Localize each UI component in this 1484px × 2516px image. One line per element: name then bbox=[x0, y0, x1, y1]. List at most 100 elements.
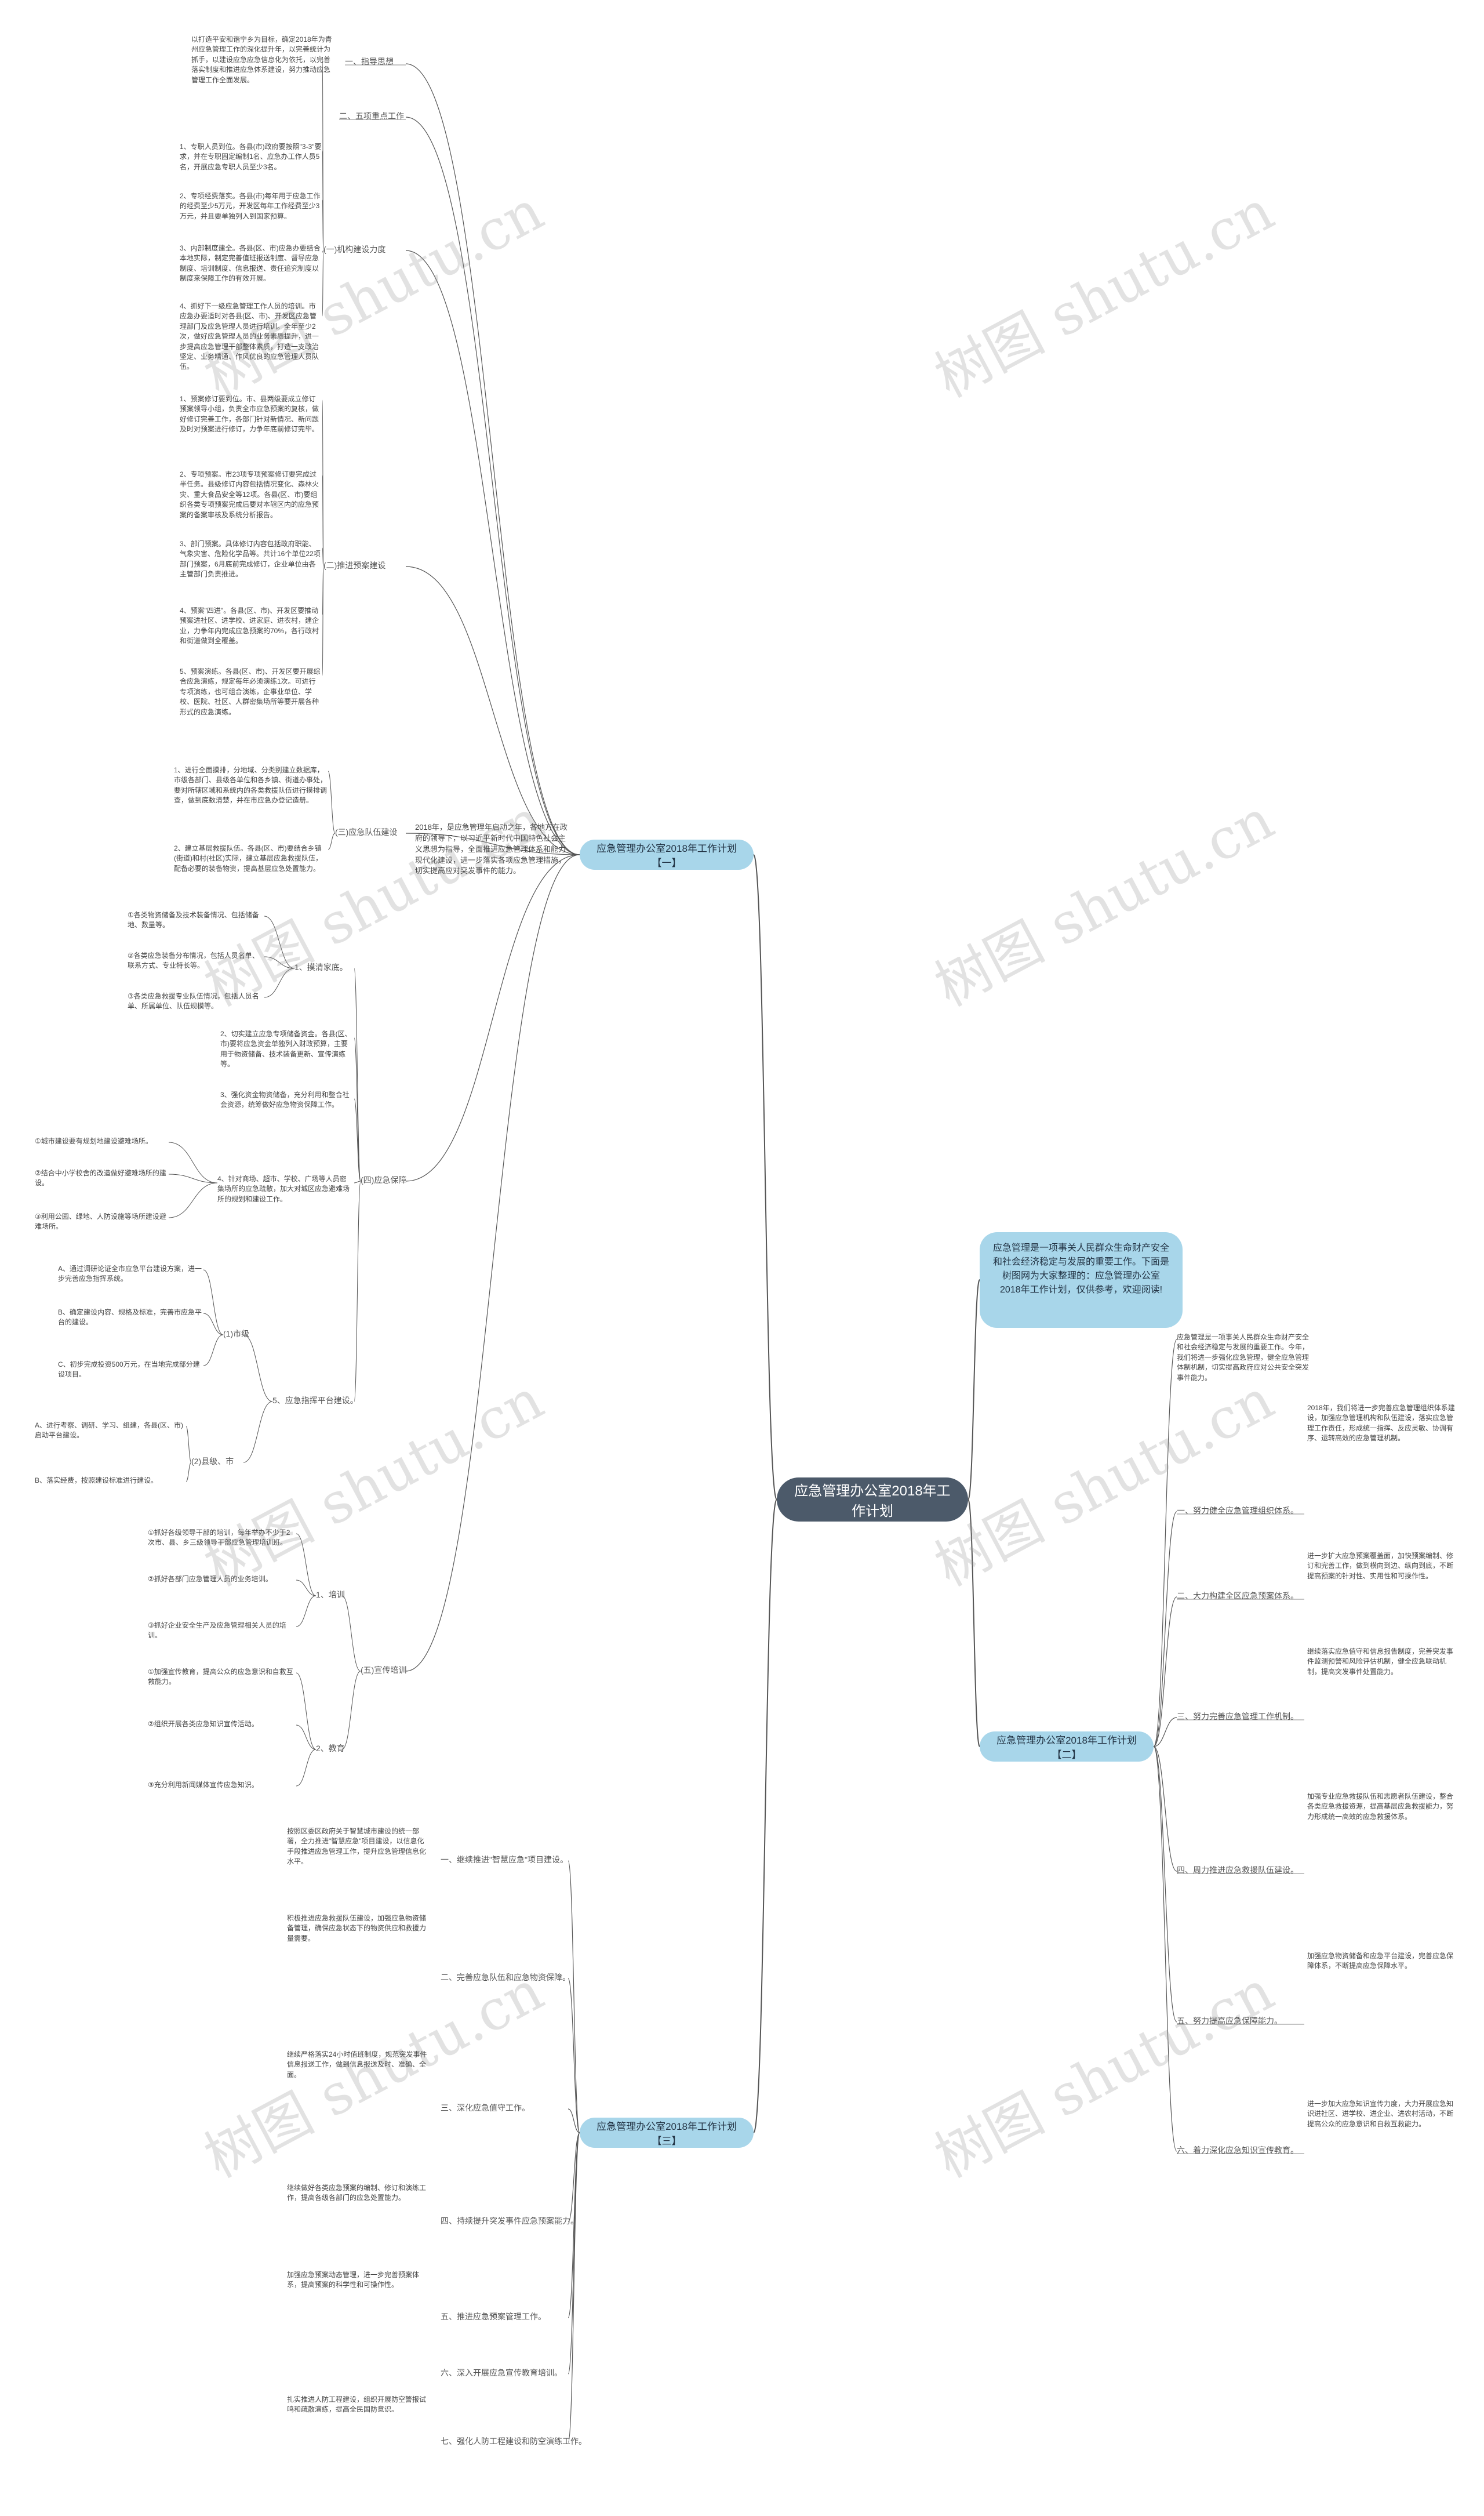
connector-line bbox=[203, 1334, 224, 1366]
b1-plan-item: 3、部门预案。具体修订内容包括政府职能、气象灾害、危险化学品等。共计16个单位2… bbox=[180, 540, 321, 579]
b2-item-label[interactable]: 六、着力深化应急知识宣传教育。 bbox=[1177, 2145, 1298, 2155]
b1-g1-item: ①各类物资储备及技术装备情况、包括储备地、数量等。 bbox=[128, 911, 259, 930]
branch-plan-1[interactable]: 应急管理办公室2018年工作计划【一】 bbox=[580, 840, 754, 870]
b1-g4-label[interactable]: 4、针对商场、超市、学校、广场等人员密集场所的应急疏散，加大对城区应急避难场所的… bbox=[217, 1175, 350, 1203]
b1-org-label[interactable]: (一)机构建设力度 bbox=[323, 245, 386, 254]
b1-t2-item: ①加强宣传教育，提高公众的应急意识和自救互救能力。 bbox=[148, 1668, 293, 1686]
connector-line bbox=[264, 916, 295, 969]
b1-g4-item: ②结合中小学校舍的改造做好避难场所的建设。 bbox=[35, 1169, 166, 1188]
connector-line bbox=[322, 250, 324, 317]
b2-item-text: 加强专业应急救援队伍和志愿者队伍建设，整合各类应急救援资源，提高基层应急救援能力… bbox=[1307, 1792, 1454, 1821]
connector-line bbox=[168, 1142, 218, 1183]
b3-item-label[interactable]: 七、强化人防工程建设和防空演练工作。 bbox=[441, 2437, 587, 2446]
b1-intro: 2018年，是应急管理年启动之年，各地方在政府的领导下，以习近平新时代中国特色社… bbox=[415, 823, 568, 876]
b1-t1-item: ②抓好各部门应急管理人员的业务培训。 bbox=[148, 1575, 272, 1583]
b1-g4-item: ①城市建设要有规划地建设避难场所。 bbox=[35, 1137, 152, 1145]
b2-item-label[interactable]: 三、努力完善应急管理工作机制。 bbox=[1177, 1712, 1298, 1721]
b1-train-label[interactable]: (五)宣传培训 bbox=[361, 1665, 407, 1675]
b1-plan-label[interactable]: (二)推进预案建设 bbox=[323, 561, 386, 570]
connector-line bbox=[354, 1181, 361, 1402]
connector-line bbox=[354, 1181, 361, 1183]
b2-item-text: 2018年，我们将进一步完善应急管理组织体系建设，加强应急管理机构和队伍建设，落… bbox=[1307, 1404, 1455, 1443]
connector-line bbox=[568, 2132, 580, 2443]
connector-line bbox=[405, 117, 580, 855]
b3-item-text: 继续严格落实24小时值班制度，规范突发事件信息报送工作，做到信息报送及时、准确、… bbox=[287, 2050, 427, 2079]
connector-line bbox=[405, 566, 580, 855]
connector-line bbox=[203, 1269, 224, 1335]
connector-line bbox=[753, 1499, 777, 2133]
branch-plan-3[interactable]: 应急管理办公室2018年工作计划【三】 bbox=[580, 2118, 754, 2148]
connector-line bbox=[753, 854, 777, 1500]
b2-item-text: 加强应急物资储备和应急平台建设，完善应急保障体系，不断提高应急保障水平。 bbox=[1307, 1952, 1454, 1970]
connector-line bbox=[967, 1499, 980, 1747]
b1-g1-item: ②各类应急装备分布情况，包括人员名单、联系方式、专业特长等。 bbox=[128, 952, 259, 970]
b1-t1-item: ①抓好各级领导干部的培训，每年举办不少于2次市、县、乡三级领导干部应急管理培训班… bbox=[148, 1529, 290, 1547]
b3-item-label[interactable]: 六、深入开展应急宣传教育培训。 bbox=[441, 2368, 562, 2377]
b1-g3: 3、强化资金物资储备，充分利用和整合社会资源，统筹做好应急物资保障工作。 bbox=[220, 1091, 350, 1109]
b2-item-text: 进一步扩大应急预案覆盖面，加快预案编制、修订和完善工作，做到横向到边、纵向到底，… bbox=[1307, 1552, 1454, 1580]
b1-g5b-item: B、落实经费，按照建设标准进行建设。 bbox=[35, 1476, 158, 1484]
connector-line bbox=[243, 1401, 273, 1463]
connector-line bbox=[568, 2132, 580, 2375]
connector-line bbox=[405, 854, 580, 1182]
connector-line bbox=[405, 833, 580, 855]
b1-g5a-item: A、通过调研论证全市应急平台建设方案，进一步完善应急指挥系统。 bbox=[58, 1265, 202, 1283]
b2-item-label[interactable]: 四、周力推进应急救援队伍建设。 bbox=[1177, 1865, 1298, 1875]
connector-line bbox=[967, 1279, 980, 1500]
b3-item-text: 加强应急预案动态管理，进一步完善预案体系，提高预案的科学性和可操作性。 bbox=[287, 2271, 420, 2289]
b1-plan-item: 1、预案修订要到位。市、县两级要成立修订预案领导小组，负责全市应急预案的复核，做… bbox=[180, 395, 319, 434]
b2-item-label[interactable]: 五、努力提高应急保障能力。 bbox=[1177, 2016, 1282, 2025]
connector-line bbox=[296, 1749, 317, 1787]
connector-line bbox=[322, 250, 324, 253]
branch-plan-2[interactable]: 应急管理办公室2018年工作计划【二】 bbox=[980, 1731, 1154, 1762]
b1-plan-item: 2、专项预案。市23项专项预案修订要完成过半任务。县级修订内容包括情况变化、森林… bbox=[180, 470, 319, 519]
b1-org-item: 3、内部制度建全。各县(区、市)应急办要结合本地实际，制定完善值班报送制度、督导… bbox=[180, 244, 321, 283]
connector-line bbox=[405, 63, 580, 855]
b3-item-label[interactable]: 二、完善应急队伍和应急物资保障。 bbox=[441, 1973, 570, 1982]
b3-item-text: 积极推进应急救援队伍建设，加强应急物资储备管理，确保应急状态下的物资供应和救援力… bbox=[287, 1914, 427, 1943]
b3-item-label[interactable]: 一、继续推进"智慧应急"项目建设。 bbox=[441, 1855, 568, 1864]
b1-guiding-text: 以打造平安和谐宁乡为目标，确定2018年为青州应急管理工作的深化提升年，以完善统… bbox=[191, 35, 332, 84]
connector-line bbox=[1153, 1717, 1177, 1747]
b1-g4-item: ③利用公园、绿地、人防设施等场所建设避难场所。 bbox=[35, 1212, 166, 1231]
connector-line bbox=[405, 854, 580, 1672]
b1-t1-label[interactable]: 1、培训 bbox=[316, 1590, 345, 1599]
intro-node[interactable]: 应急管理是一项事关人民群众生命财产安全和社会经济稳定与发展的重要工作。下面是树图… bbox=[980, 1232, 1183, 1328]
b1-g5a-item: B、确定建设内容、规格及标准，完善市应急平台的建设。 bbox=[58, 1308, 202, 1327]
b1-g5-label[interactable]: 5、应急指挥平台建设。 bbox=[272, 1396, 358, 1405]
b1-g5b-label[interactable]: (2)县级、市 bbox=[191, 1457, 234, 1466]
b1-t2-label[interactable]: 2、教育 bbox=[316, 1744, 345, 1753]
connector-line bbox=[328, 771, 336, 834]
connector-line bbox=[341, 1671, 361, 1750]
b3-item-label[interactable]: 四、持续提升突发事件应急预案能力。 bbox=[441, 2216, 579, 2225]
b1-g5a-label[interactable]: (1)市级 bbox=[223, 1329, 250, 1338]
connector-line bbox=[168, 1174, 218, 1183]
b1-team-label[interactable]: (三)应急队伍建设 bbox=[335, 827, 398, 837]
b3-item-text: 继续做好各类应急预案的编制、修订和演练工作，提高各级各部门的应急处置能力。 bbox=[287, 2184, 427, 2202]
b1-team-item: 2、建立基层救援队伍。各县(区、市)要结合乡镇(街道)和村(社区)实际，建立基层… bbox=[174, 844, 322, 873]
b1-g1-label[interactable]: 1、摸清家底。 bbox=[294, 963, 348, 972]
b1-guiding-label[interactable]: 一、指导思想 bbox=[345, 57, 394, 66]
connector-line bbox=[264, 956, 295, 969]
connector-line bbox=[186, 1426, 192, 1463]
b2-item-label[interactable]: 一、努力健全应急管理组织体系。 bbox=[1177, 1506, 1298, 1515]
b1-focus-label[interactable]: 二、五项重点工作 bbox=[339, 111, 404, 121]
b1-org-item: 2、专项经费落实。各县(市)每年用于应急工作的经费至少5万元，开发区每年工作经费… bbox=[180, 192, 321, 220]
b1-guarantee-label[interactable]: (四)应急保障 bbox=[361, 1175, 407, 1185]
b3-item-label[interactable]: 三、深化应急值守工作。 bbox=[441, 2103, 530, 2112]
root-topic[interactable]: 应急管理办公室2018年工作计划 bbox=[777, 1477, 968, 1522]
b1-g5b-item: A、进行考察、调研、学习、组建，各县(区、市)启动平台建设。 bbox=[35, 1421, 183, 1440]
connector-line bbox=[296, 1672, 317, 1750]
b3-item-label[interactable]: 五、推进应急预案管理工作。 bbox=[441, 2312, 546, 2321]
b1-t2-item: ②组织开展各类应急知识宣传活动。 bbox=[148, 1720, 259, 1728]
connector-line bbox=[322, 547, 324, 567]
connector-line bbox=[1153, 1511, 1177, 1747]
b1-org-item: 1、专职人员到位。各县(市)政府要按照"3-3"要求，并在专职固定编制1名、应急… bbox=[180, 143, 322, 171]
b1-team-item: 1、进行全面摸排，分地域、分类别建立数据库，市级各部门、县级各单位和各乡镇、街道… bbox=[174, 766, 328, 805]
b2-item-label[interactable]: 二、大力构建全区应急预案体系。 bbox=[1177, 1591, 1298, 1600]
b2-item-text: 进一步加大应急知识宣传力度，大力开展应急知识进社区、进学校、进企业、进农村活动，… bbox=[1307, 2100, 1454, 2128]
connector-line bbox=[168, 1182, 218, 1218]
connector-line bbox=[186, 1462, 192, 1482]
connector-line bbox=[568, 1860, 580, 2133]
